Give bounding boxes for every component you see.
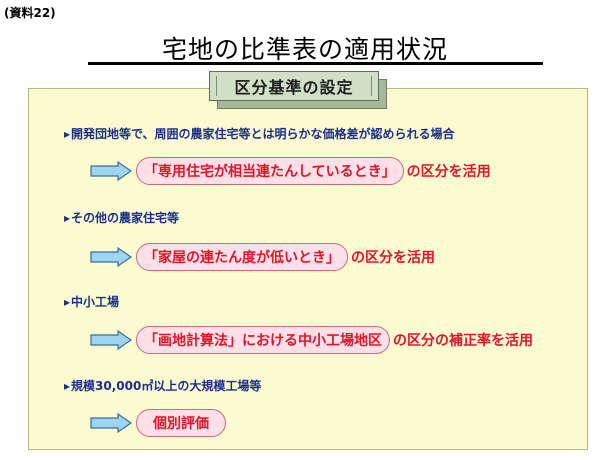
triangle-bullet-icon: ▸ [64, 127, 71, 141]
result-suffix-3: の区分の補正率を活用 [393, 333, 533, 349]
result-row-3: 「画地計算法」における中小工場地区 の区分の補正率を活用 [136, 326, 533, 354]
banner-text: 区分基準の設定 [234, 78, 354, 97]
banner-front: 区分基準の設定 [209, 71, 379, 101]
right-arrow-icon [90, 161, 132, 181]
right-arrow-icon [90, 330, 132, 350]
item-label-3: ▸中小工場 [64, 295, 120, 309]
result-pill-3: 「画地計算法」における中小工場地区 [136, 326, 390, 354]
reference-label: (資料22) [4, 6, 56, 20]
section-banner: 区分基準の設定 [209, 71, 387, 109]
right-arrow-icon [90, 413, 132, 433]
item-label-1: ▸開発団地等で、周囲の農家住宅等とは明らかな価格差が認められる場合 [64, 127, 455, 141]
right-arrow-icon [90, 247, 132, 267]
item-label-4: ▸規模30,000㎡以上の大規模工場等 [64, 379, 262, 393]
result-suffix-2: の区分を活用 [351, 250, 435, 266]
triangle-bullet-icon: ▸ [64, 379, 71, 393]
item-label-2: ▸その他の農家住宅等 [64, 211, 180, 225]
page-title: 宅地の比準表の適用状況 [161, 35, 448, 64]
title-underline [88, 62, 543, 65]
result-pill-4: 個別評価 [136, 409, 226, 437]
triangle-bullet-icon: ▸ [64, 295, 71, 309]
result-row-1: 「専用住宅が相当連たんしているとき」 の区分を活用 [136, 157, 491, 185]
result-row-2: 「家屋の連たん度が低いとき」 の区分を活用 [136, 243, 435, 271]
triangle-bullet-icon: ▸ [64, 211, 71, 225]
result-pill-1: 「専用住宅が相当連たんしているとき」 [136, 157, 404, 185]
result-row-4: 個別評価 [136, 409, 226, 437]
result-suffix-1: の区分を活用 [406, 164, 491, 180]
result-pill-2: 「家屋の連たん度が低いとき」 [136, 243, 348, 271]
